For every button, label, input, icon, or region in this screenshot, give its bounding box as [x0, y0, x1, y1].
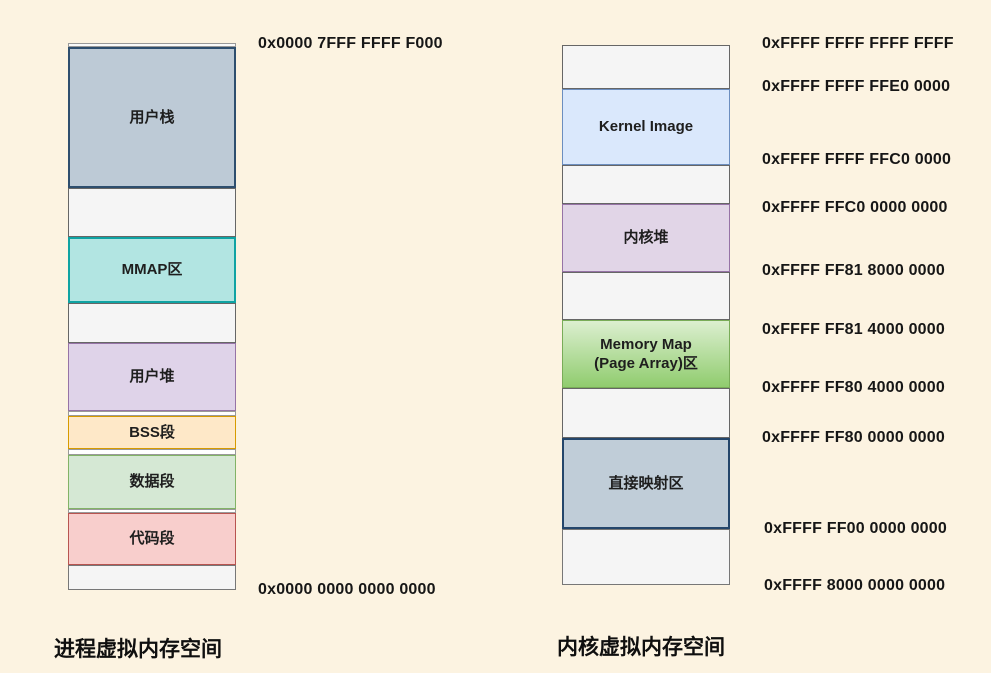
user-stack-segment-label: 用户栈 — [129, 108, 175, 126]
thin-gap-segment — [68, 411, 236, 416]
user-heap-segment-label: 用户堆 — [129, 368, 175, 386]
kernel-gap-segment — [562, 529, 730, 585]
address-label: 0xFFFF FFFF FFFF FFFF — [762, 35, 954, 52]
kernel-gap-segment — [562, 165, 730, 204]
reserved-top-strip — [68, 43, 236, 47]
process-memory-column: 用户栈 MMAP区用户堆 BSS段数据段代码段 — [68, 0, 236, 673]
address-label: 0x0000 7FFF FFFF F000 — [258, 35, 443, 52]
mmap-segment-label: MMAP区 — [121, 261, 183, 279]
data-segment: 数据段 — [68, 455, 236, 509]
kernel-image-segment: Kernel Image — [562, 89, 730, 165]
address-label: 0xFFFF FFFF FFC0 0000 — [762, 151, 952, 168]
address-label: 0x0000 0000 0000 0000 — [258, 581, 436, 598]
kernel-gap-segment — [562, 388, 730, 438]
reserved-bottom-strip — [68, 565, 236, 590]
memory-map-page-array-segment: Memory Map (Page Array)区 — [562, 320, 730, 388]
memory-map-page-array-segment-label: Memory Map (Page Array)区 — [594, 335, 698, 373]
kernel-gap-segment — [562, 272, 730, 320]
process-space-title: 进程虚拟内存空间 — [54, 638, 222, 661]
address-label: 0xFFFF FFC0 0000 0000 — [762, 199, 948, 216]
code-segment-label: 代码段 — [129, 530, 175, 548]
kernel-heap-segment-label: 内核堆 — [623, 229, 669, 247]
thin-gap-segment — [68, 449, 236, 455]
address-label: 0xFFFF FF80 4000 0000 — [762, 379, 945, 396]
direct-mapping-segment: 直接映射区 — [562, 438, 730, 529]
bss-segment-label: BSS段 — [129, 423, 175, 441]
address-label: 0xFFFF FF81 8000 0000 — [762, 262, 945, 279]
address-label: 0xFFFF 8000 0000 0000 — [764, 577, 946, 594]
thin-gap-segment — [68, 509, 236, 513]
unused-gap-segment — [68, 303, 236, 343]
address-label: 0xFFFF FF81 4000 0000 — [762, 321, 945, 338]
data-segment-label: 数据段 — [129, 473, 175, 491]
kernel-heap-segment: 内核堆 — [562, 204, 730, 272]
user-heap-segment: 用户堆 — [68, 343, 236, 411]
address-label: 0xFFFF FF00 0000 0000 — [764, 520, 947, 537]
code-segment: 代码段 — [68, 513, 236, 565]
address-label: 0xFFFF FFFF FFE0 0000 — [762, 78, 951, 95]
unused-gap-segment — [68, 188, 236, 237]
kernel-image-segment-label: Kernel Image — [598, 118, 694, 136]
mmap-segment: MMAP区 — [68, 237, 236, 303]
bss-segment: BSS段 — [68, 416, 236, 449]
direct-mapping-segment-label: 直接映射区 — [608, 474, 684, 492]
kernel-space-title: 内核虚拟内存空间 — [557, 636, 725, 659]
kernel-gap-segment — [562, 45, 730, 89]
user-stack-segment: 用户栈 — [68, 47, 236, 188]
address-label: 0xFFFF FF80 0000 0000 — [762, 429, 945, 446]
kernel-memory-column: Kernel Image 内核堆 Memory Map (Page Array)区直… — [562, 0, 730, 673]
